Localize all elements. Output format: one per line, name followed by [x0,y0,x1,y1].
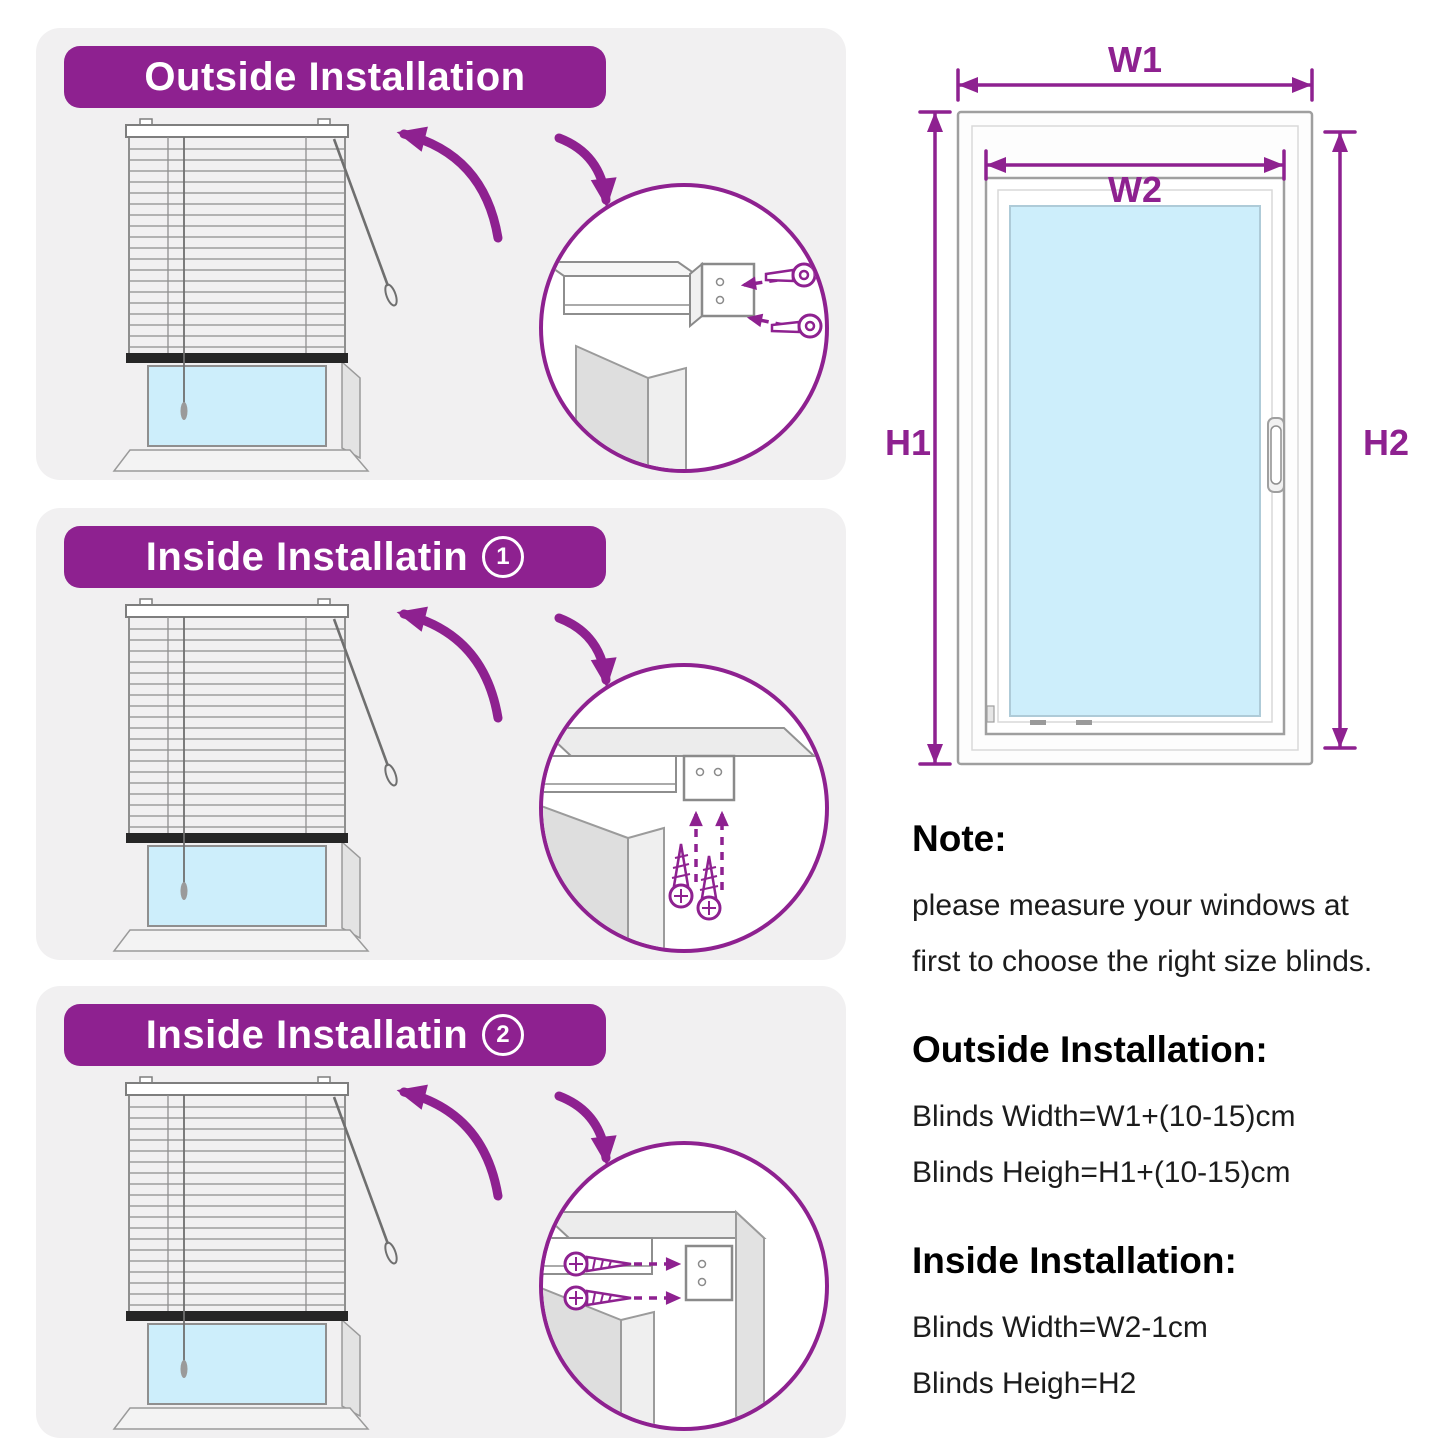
panel-title: Outside Installation [144,54,526,99]
screw-icon [696,855,722,921]
window-measurement-diagram: W1 W2 H1 H2 [885,39,1409,766]
blinds-window-drawing [112,598,398,952]
dimension-arrowheads [927,77,1348,764]
circled-number: 2 [482,1014,525,1056]
inside-installation-2-panel: Inside Installatin 2 [36,986,846,1438]
note-line-1: please measure your windows at [912,889,1349,922]
h1-label: H1 [885,422,931,463]
panel-title: Inside Installatin [145,1012,469,1057]
outside-installation-illustration [112,118,829,473]
screw-icon [770,313,823,339]
outside-installation-panel: Outside Installation [36,28,846,480]
screw-icon [764,262,817,288]
outside-height-formula: Blinds Heigh=H1+(10-15)cm [912,1155,1291,1189]
window-drawing [956,110,1314,766]
w2-label: W2 [1108,169,1162,210]
inside-installation-heading: Inside Installation: [912,1240,1237,1282]
inside-width-formula: Blinds Width=W2-1cm [912,1311,1208,1345]
zoom-circle [539,1141,829,1431]
h2-label: H2 [1363,422,1409,463]
screw-icon [563,1285,632,1311]
curved-arrow-icon [396,1084,503,1201]
curved-arrow-icon [554,133,617,208]
w1-label: W1 [1108,39,1162,80]
curved-arrow-icon [554,1091,617,1166]
blinds-window-drawing [112,1076,398,1430]
outside-installation-heading: Outside Installation: [912,1029,1268,1071]
inside-height-formula: Blinds Heigh=H2 [912,1366,1137,1400]
note-line-2: first to choose the right size blinds. [912,944,1373,978]
inside-installation-2-illustration [112,1076,829,1431]
dimension-lines [918,68,1357,766]
blinds-window-drawing [112,118,398,472]
inside-installation-2-header: Inside Installatin 2 [64,1004,606,1066]
inside-installation-1-illustration [112,598,829,953]
measurement-notes: Note: please measure your windows at fir… [912,818,1428,1414]
curved-arrow-icon [396,606,503,723]
inside-installation-1-panel: Inside Installatin 1 [36,508,846,960]
curved-arrow-icon [554,613,617,688]
panel-title: Inside Installatin [145,534,469,579]
outside-installation-header: Outside Installation [64,46,606,108]
curved-arrow-icon [396,126,503,243]
screw-icon [668,843,694,909]
circled-number: 1 [482,536,525,578]
inside-installation-1-header: Inside Installatin 1 [64,526,606,588]
note-heading: Note: [912,818,1007,859]
screw-icon [563,1251,632,1277]
outside-width-formula: Blinds Width=W1+(10-15)cm [912,1100,1296,1134]
